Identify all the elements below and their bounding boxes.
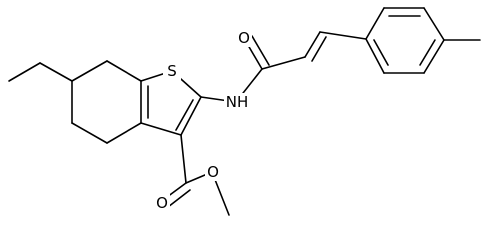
bond-aryl-1-2 <box>365 7 385 40</box>
molecule-structure: S NH O O O <box>8 7 481 216</box>
ester-carbonyl-oxygen-label: O <box>156 194 168 212</box>
bond-c3-c3a <box>140 122 182 136</box>
bond-beta-aryl <box>319 31 367 40</box>
nitrogen-label-bg <box>224 93 250 111</box>
bond-alpha-beta-double <box>304 31 321 58</box>
bond-c3-ester-carbon <box>180 134 187 184</box>
bond-carbonyl-alpha <box>261 56 306 70</box>
bond-aryl-6-1 <box>365 38 385 74</box>
sulfur-atom-label: S <box>167 62 177 80</box>
ester-ether-oxygen-label-bg <box>205 163 221 181</box>
bond-aryl-3-4 <box>423 7 445 41</box>
bond-alpha-beta-double-inner <box>311 36 327 62</box>
ester-ether-oxygen-label: O <box>207 163 219 181</box>
bond-aryl-inner-c <box>373 39 389 66</box>
bond-ethyl-ch3 <box>8 62 41 82</box>
bond-c2-c3-double <box>180 96 202 136</box>
amide-oxygen-label: O <box>238 29 250 47</box>
sulfur-label-bg <box>163 62 181 80</box>
bond-ring-c4-c3a <box>106 122 142 144</box>
bond-aryl-inner-b <box>419 39 436 66</box>
bond-ring-c5-c4 <box>71 122 108 144</box>
bond-ethyl-ch2 <box>39 62 73 82</box>
bond-ring-c6-c7 <box>71 60 108 82</box>
ester-carbonyl-oxygen-label-bg <box>154 194 170 212</box>
bond-amide-co-double-inner <box>251 35 270 66</box>
bond-ring-c7-c7a <box>106 60 142 82</box>
amide-oxygen-label-bg <box>236 29 252 47</box>
amide-nitrogen-label: NH <box>226 93 249 111</box>
bond-aryl-4-5 <box>423 39 445 74</box>
bond-ester-co-double-inner <box>167 189 191 208</box>
bond-c2-c3-double-inner <box>175 99 194 131</box>
